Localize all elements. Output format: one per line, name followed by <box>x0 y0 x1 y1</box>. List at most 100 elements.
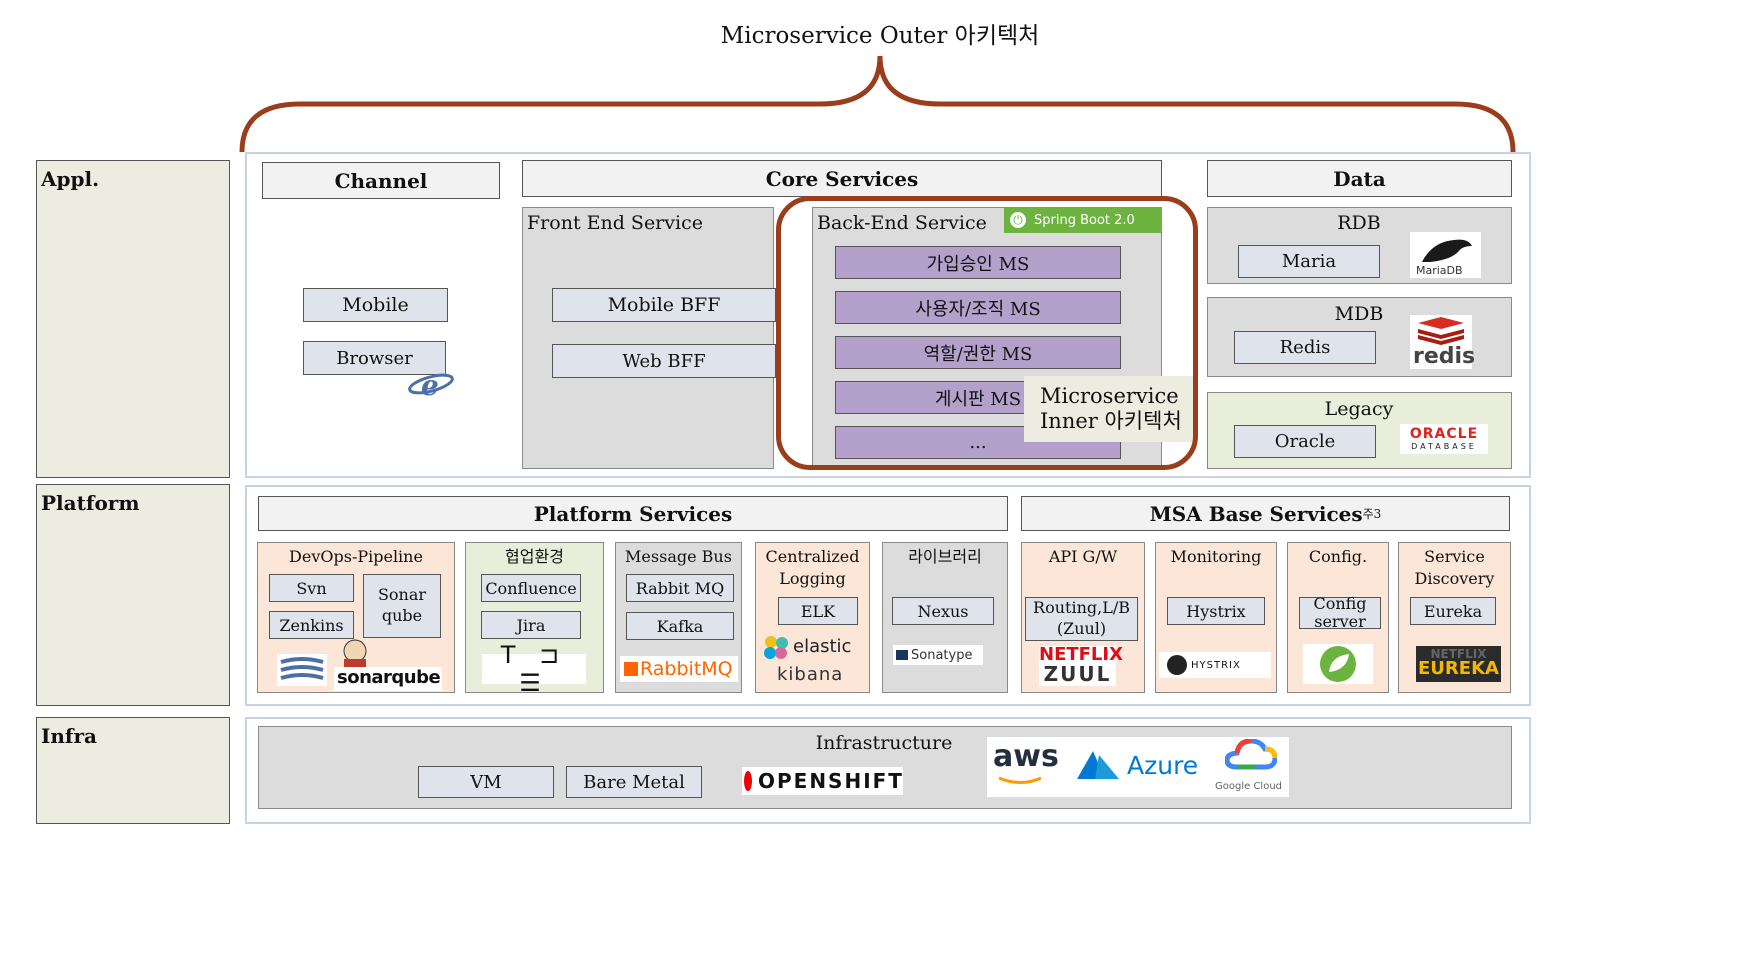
google-cloud-icon <box>1225 739 1277 770</box>
rabbitmq-icon <box>624 662 638 676</box>
logging-title-1: Centralized <box>765 547 860 566</box>
ms-item-user-org: 사용자/조직 MS <box>835 291 1121 324</box>
mariadb-logo-text: MariaDB <box>1416 264 1463 277</box>
msa-header-footnote: 주3 <box>1362 507 1382 521</box>
devops-svn: Svn <box>269 574 354 602</box>
oracle-logo-text: ORACLE <box>1409 426 1479 442</box>
jenkins-icon <box>343 639 367 669</box>
netflix-zuul-logo: NETFLIX ZUUL <box>1039 644 1123 686</box>
infrastructure-title: Infrastructure <box>815 732 953 754</box>
eureka-logo: NETFLIX EUREKA <box>1416 646 1501 682</box>
inner-label-line1: Microservice <box>1040 384 1179 408</box>
layer-platform: Platform <box>36 484 230 706</box>
elastic-logo-text: elastic <box>793 636 852 657</box>
layer-appl: Appl. <box>36 160 230 478</box>
discovery-title-1: Service <box>1424 547 1485 566</box>
cloud-providers: aws Azure Google Cloud <box>987 737 1289 797</box>
platform-services-header: Platform Services <box>258 496 1008 531</box>
hystrix-icon <box>1167 655 1187 675</box>
mobile-bff: Mobile BFF <box>552 288 776 322</box>
msa-header-label: MSA Base Services <box>1149 501 1363 526</box>
sonatype-logo: Sonatype <box>893 645 983 665</box>
redis-logo: redis <box>1410 315 1476 369</box>
mariadb-logo: MariaDB <box>1410 232 1481 278</box>
bus-title: Message Bus <box>625 547 732 566</box>
subversion-icon <box>277 654 327 686</box>
inner-label-line2: Inner 아키텍처 <box>1040 409 1182 434</box>
data-header: Data <box>1207 160 1512 197</box>
core-services-header: Core Services <box>522 160 1162 197</box>
legacy-title: Legacy <box>1324 398 1394 420</box>
sonatype-logo-text: Sonatype <box>911 647 973 663</box>
library-title: 라이브러리 <box>908 547 982 566</box>
netflix-zuul-logo-1: NETFLIX <box>1039 644 1123 665</box>
rabbitmq-logo-text: RabbitMQ <box>640 658 733 680</box>
legacy-oracle: Oracle <box>1234 425 1376 458</box>
redis-cube-icon <box>1418 317 1464 345</box>
devops-title-part1: DevOps <box>289 547 352 566</box>
ms-item-role-auth: 역할/권한 MS <box>835 336 1121 369</box>
apigw-title: API G/W <box>1048 547 1118 566</box>
openshift-logo: OPENSHIFT <box>742 767 903 795</box>
collab-logo: T ⊐ ☰ <box>482 641 586 697</box>
library-nexus: Nexus <box>892 597 994 625</box>
infra-vm: VM <box>418 766 554 798</box>
aws-smile-icon <box>998 776 1042 784</box>
inner-architecture-label: Microservice Inner 아키텍처 <box>1024 376 1194 442</box>
diagram-title: Microservice Outer 아키텍처 <box>720 23 1040 49</box>
discovery-title-2: Discovery <box>1414 568 1495 588</box>
frontend-title: Front End Service <box>527 212 703 234</box>
kibana-logo-text: kibana <box>777 664 844 685</box>
devops-sonarqube: Sonar qube <box>363 574 441 638</box>
svg-text:e: e <box>421 369 439 400</box>
sonarqube-logo: sonarqube <box>334 667 442 691</box>
rdb-maria: Maria <box>1238 245 1380 278</box>
ms-item-join: 가입승인 MS <box>835 246 1121 279</box>
azure-icon <box>1077 751 1119 779</box>
devops-title-part2: -Pipeline <box>351 547 423 566</box>
monitoring-hystrix: Hystrix <box>1167 597 1265 625</box>
bus-rabbitmq: Rabbit MQ <box>626 574 734 602</box>
discovery-title: Service Discovery <box>1398 546 1511 589</box>
inner-architecture-outline <box>776 196 1198 470</box>
backend-title: Back-End Service <box>817 212 987 234</box>
rabbitmq-logo: RabbitMQ <box>620 656 738 682</box>
collab-jira: Jira <box>481 611 581 639</box>
outer-brace <box>239 55 1516 153</box>
discovery-eureka: Eureka <box>1410 597 1496 625</box>
spring-leaf-icon <box>1303 644 1373 684</box>
oracle-logo: ORACLE DATABASE <box>1400 424 1488 454</box>
logging-elk: ELK <box>778 597 858 625</box>
elastic-icon <box>764 636 788 659</box>
google-cloud-logo-text: Google Cloud <box>1215 781 1283 792</box>
seal-icon <box>1422 239 1472 262</box>
openshift-logo-text: OPENSHIFT <box>758 769 904 793</box>
layer-infra: Infra <box>36 717 230 824</box>
spring-boot-badge: ⏻ Spring Boot 2.0 <box>1004 207 1162 233</box>
infra-bare-metal: Bare Metal <box>566 766 702 798</box>
sonatype-icon <box>896 650 908 660</box>
eureka-logo-1: NETFLIX <box>1430 647 1487 661</box>
mdb-redis: Redis <box>1234 331 1376 364</box>
channel-mobile: Mobile <box>303 288 448 322</box>
channel-browser: Browser <box>303 341 446 375</box>
collab-title: 협업환경 <box>505 547 564 566</box>
hystrix-logo-text: HYSTRIX <box>1191 659 1241 671</box>
spring-power-icon: ⏻ <box>1010 212 1026 228</box>
openshift-icon <box>744 771 752 791</box>
channel-header: Channel <box>262 162 500 199</box>
bus-kafka: Kafka <box>626 612 734 640</box>
oracle-logo-subtext: DATABASE <box>1411 442 1477 451</box>
ie-icon: e <box>408 369 454 400</box>
frontend-panel <box>522 207 774 469</box>
hystrix-logo: HYSTRIX <box>1159 652 1271 678</box>
devops-title: DevOps-Pipeline <box>257 546 455 568</box>
rdb-title: RDB <box>1337 212 1381 234</box>
config-server: Config server <box>1299 595 1381 630</box>
aws-logo-text: aws <box>993 739 1059 774</box>
collab-confluence: Confluence <box>481 574 581 602</box>
eureka-logo-2: EUREKA <box>1418 658 1499 679</box>
monitoring-title: Monitoring <box>1170 547 1262 566</box>
logging-title: Centralized Logging <box>755 546 870 589</box>
redis-logo-text: redis <box>1413 344 1476 369</box>
